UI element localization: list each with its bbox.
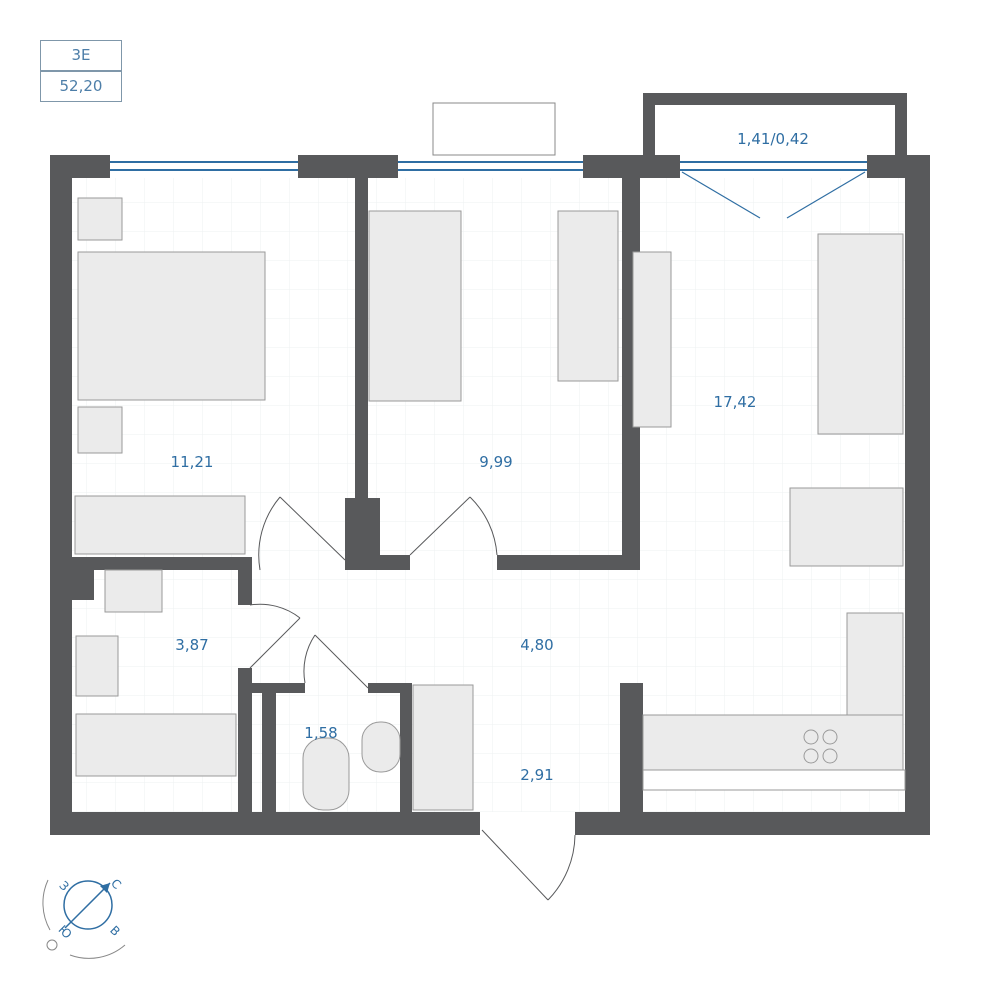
room-area-living-kitchen: 17,42 (713, 393, 757, 411)
room-area-balcony: 1,41/0,42 (737, 130, 809, 148)
balcony-walls (643, 93, 907, 158)
apartment-type: 3E (41, 41, 121, 72)
compass-icon (42, 879, 126, 959)
room-area-entrance: 2,91 (520, 766, 554, 784)
ac-unit (432, 102, 556, 156)
walls (50, 155, 930, 835)
apartment-total-area: 52,20 (59, 77, 103, 95)
room-area-bathroom: 3,87 (175, 636, 209, 654)
windows (110, 161, 867, 219)
room-area-bedroom-1: 11,21 (170, 453, 214, 471)
room-area-toilet: 1,58 (304, 724, 338, 742)
apartment-info-box: 3E 52,20 (40, 40, 122, 102)
room-area-hall: 4,80 (520, 636, 554, 654)
room-area-bedroom-2: 9,99 (479, 453, 513, 471)
furniture (74, 197, 906, 811)
doors (249, 496, 576, 901)
